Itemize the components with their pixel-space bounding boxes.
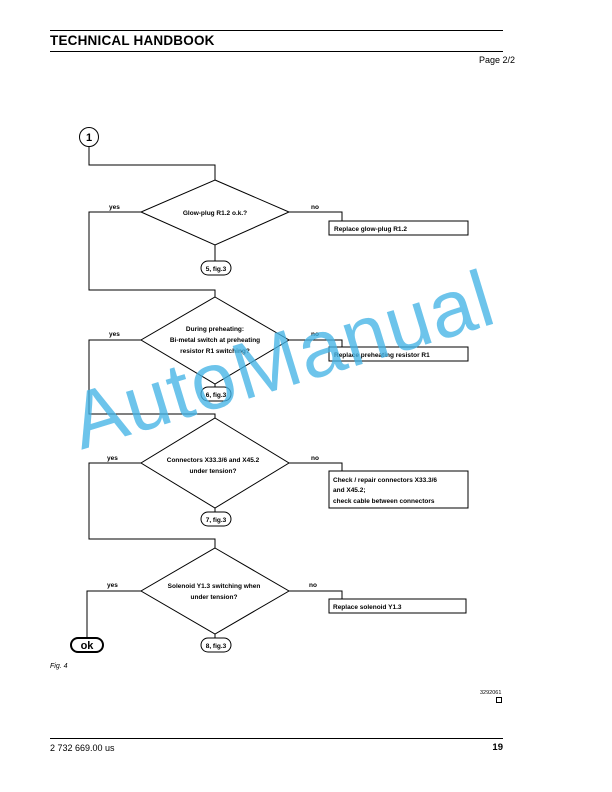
no-label-3: no	[311, 455, 319, 462]
image-code: 3292061	[480, 690, 502, 696]
no-branch-line-1	[289, 211, 343, 221]
question-2-line-3: resistor R1 switching?	[180, 348, 250, 355]
yes-label-3: yes	[107, 455, 118, 462]
question-4-line-1: Solenoid Y1.3 switching when	[168, 583, 261, 590]
question-2-line-1: During preheating:	[186, 326, 244, 333]
action-3-line-3: check cable between connectors	[333, 498, 435, 505]
question-4-line-2: under tension?	[191, 594, 238, 601]
end-connector-label: ok	[81, 640, 95, 652]
end-connector-box	[70, 637, 104, 653]
connector-line	[88, 146, 216, 180]
action-1-line-1: Replace glow-plug R1.2	[334, 226, 407, 233]
no-label-2: no	[311, 331, 319, 338]
action-3-line-2: and X45.2;	[333, 487, 366, 494]
action-2-line-1: Replace preheating resistor R1	[334, 352, 430, 359]
reference-box-4	[200, 637, 232, 653]
end-of-section-box	[496, 697, 502, 703]
yes-branch-line-4	[86, 590, 141, 638]
start-connector-label: 1	[86, 132, 92, 144]
action-4-line-1: Replace solenoid Y1.3	[333, 604, 402, 611]
question-2-line-2: Bi-metal switch at preheating	[170, 337, 260, 344]
reference-2-label: 6, fig.3	[206, 392, 227, 399]
no-branch-line-4	[289, 590, 343, 599]
yes-label-4: yes	[107, 582, 118, 589]
reference-box-3	[200, 511, 232, 527]
page-indicator: Page 2/2	[478, 55, 515, 65]
header-title: TECHNICAL HANDBOOK	[50, 33, 215, 48]
header-top-rule	[50, 30, 503, 31]
yes-branch-line-1	[88, 211, 216, 297]
no-label-1: no	[311, 204, 319, 211]
page-number: 19	[492, 742, 503, 753]
action-box-2	[328, 346, 469, 362]
figure-label: Fig. 4	[50, 663, 68, 670]
no-branch-line-3	[289, 462, 343, 471]
no-branch-line-2	[289, 339, 343, 347]
header-bottom-rule	[50, 51, 503, 52]
action-3-line-1: Check / repair connectors X33.3/6	[333, 477, 437, 484]
document-number: 2 732 669.00 us	[50, 743, 115, 753]
decision-diamond-4	[140, 547, 290, 635]
action-box-1	[328, 220, 469, 236]
yes-branch-line-3	[88, 462, 216, 548]
action-box-4	[328, 598, 467, 614]
question-3-line-2: under tension?	[190, 468, 237, 475]
reference-1-label: 5, fig.3	[206, 266, 227, 273]
footer-rule	[50, 738, 503, 739]
action-box-3	[328, 470, 469, 509]
no-label-4: no	[309, 582, 317, 589]
yes-label-1: yes	[109, 204, 120, 211]
reference-box-2	[200, 386, 232, 402]
reference-box-1	[200, 260, 232, 276]
reference-3-label: 7, fig.3	[206, 517, 227, 524]
reference-4-label: 8, fig.3	[206, 643, 227, 650]
yes-branch-line-2	[88, 339, 216, 418]
yes-label-2: yes	[109, 331, 120, 338]
question-1-line-1: Glow-plug R1.2 o.k.?	[183, 210, 247, 217]
question-3-line-1: Connectors X33.3/6 and X45.2	[167, 457, 260, 464]
